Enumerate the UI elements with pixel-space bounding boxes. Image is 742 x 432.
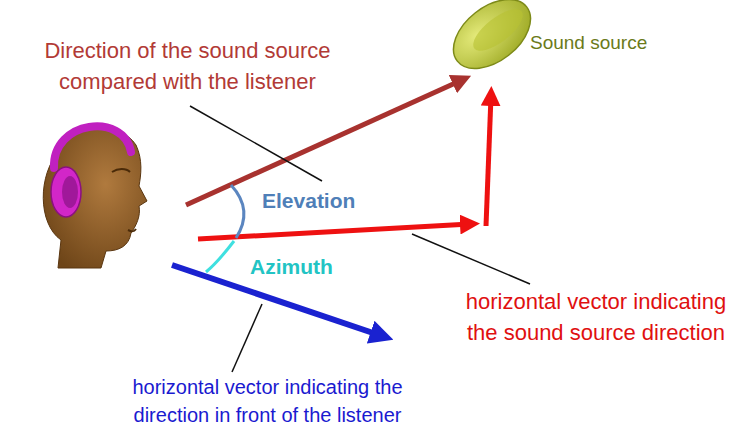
object-label: Sound source — [530, 30, 730, 57]
vertical-vector — [486, 96, 491, 226]
leader-line — [412, 234, 530, 284]
leader-line — [232, 304, 262, 372]
callout-label: Direction of the sound source compared w… — [30, 36, 345, 98]
sound-source-dish — [441, 0, 544, 82]
callout-label: horizontal vector indicating the sound s… — [458, 287, 734, 349]
angle-label: Azimuth — [250, 252, 370, 281]
listener-head — [43, 126, 147, 268]
direction-vector — [186, 80, 462, 205]
angle-label: Elevation — [262, 186, 402, 215]
elevation-arc — [231, 185, 244, 238]
azimuth-arc — [206, 241, 234, 272]
callout-label: horizontal vector indicating the directi… — [115, 373, 420, 429]
leader-line — [190, 106, 322, 181]
